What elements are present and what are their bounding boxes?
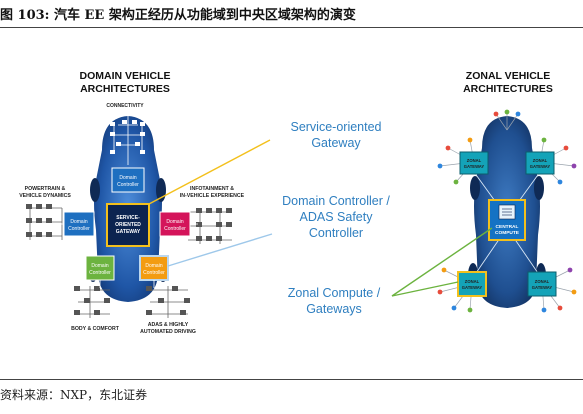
connectivity-label: CONNECTIVITY [106, 103, 144, 109]
zonal-heading-line1: ZONAL VEHICLE [466, 70, 550, 82]
callout-domain-line1: Domain Controller / [282, 194, 390, 208]
zonal-heading-line2: ARCHITECTURES [463, 83, 553, 95]
callout-line-gateway [148, 139, 271, 205]
zonal-gateway-bottom-left: ZONAL GATEWAY [457, 271, 487, 297]
callout-zonal-line2: Gateways [306, 302, 362, 316]
svg-text:ZONAL: ZONAL [465, 279, 480, 284]
infotainment-label-line2: IN-VEHICLE EXPERIENCE [180, 193, 245, 199]
svg-text:CENTRAL: CENTRAL [496, 224, 519, 230]
callout-line-central [391, 227, 493, 297]
source-note: 资料来源：NXP，东北证券 [0, 388, 148, 402]
svg-text:COMPUTE: COMPUTE [495, 230, 520, 236]
zonal-gateway-top-left: ZONAL GATEWAY [459, 151, 489, 175]
svg-text:ZONAL: ZONAL [467, 158, 482, 163]
svg-text:GATEWAY: GATEWAY [532, 285, 553, 290]
adas-label-line1: ADAS & HIGHLY [148, 322, 189, 328]
zonal-gateway-bottom-right: ZONAL GATEWAY [527, 271, 557, 297]
svg-text:Controller: Controller [89, 270, 111, 276]
callout-line-zone [391, 281, 459, 297]
domain-controller-bottom-left: Domain Controller [85, 255, 115, 281]
svg-text:ZONAL: ZONAL [533, 158, 548, 163]
domain-heading-line2: ARCHITECTURES [80, 83, 170, 95]
domain-controller-left: Domain Controller [63, 211, 95, 237]
svg-text:Controller: Controller [68, 226, 90, 232]
svg-text:ZONAL: ZONAL [535, 279, 550, 284]
svg-text:GATEWAY: GATEWAY [530, 164, 551, 169]
central-compute: CENTRAL COMPUTE [488, 199, 526, 241]
callout-line-controller [167, 233, 273, 267]
powertrain-label-line1: POWERTRAIN & [25, 186, 66, 192]
svg-text:GATEWAY: GATEWAY [462, 285, 483, 290]
svg-text:GATEWAY: GATEWAY [116, 229, 141, 235]
domain-heading-line1: DOMAIN VEHICLE [79, 70, 170, 82]
svg-text:GATEWAY: GATEWAY [464, 164, 485, 169]
domain-controller-right: Domain Controller [159, 211, 191, 237]
body-comfort-label: BODY & COMFORT [71, 326, 120, 332]
callout-zonal-line1: Zonal Compute / [288, 286, 381, 300]
domain-controller-bottom-right: Domain Controller [139, 255, 169, 281]
svg-text:Domain: Domain [166, 219, 183, 225]
infotainment-label-line1: INFOTAINMENT & [190, 186, 234, 192]
callout-service-line2: Gateway [311, 136, 361, 150]
zonal-gateway-top-right: ZONAL GATEWAY [525, 151, 555, 175]
svg-text:Controller: Controller [143, 270, 165, 276]
source-divider [0, 379, 583, 380]
svg-text:Domain: Domain [119, 175, 136, 181]
svg-text:Domain: Domain [91, 263, 108, 269]
callout-service-line1: Service-oriented [290, 120, 381, 134]
callout-domain-line3: Controller [309, 226, 363, 240]
connectivity-network [113, 112, 143, 165]
title-divider [0, 27, 583, 28]
svg-text:ORIENTED: ORIENTED [115, 222, 141, 228]
adas-label-line2: AUTOMATED DRIVING [140, 329, 196, 335]
powertrain-label-line2: VEHICLE DYNAMICS [19, 193, 71, 199]
figure-title: 图 103: 汽车 EE 架构正经历从功能域到中央区域架构的演变 [0, 8, 356, 23]
svg-text:Controller: Controller [164, 226, 186, 232]
zonal-network-nodes [437, 109, 577, 313]
svg-text:Controller: Controller [117, 182, 139, 188]
svg-text:Domain: Domain [70, 219, 87, 225]
service-oriented-gateway: SERVICE- ORIENTED GATEWAY [106, 203, 150, 247]
callout-domain-line2: ADAS Safety [300, 210, 374, 224]
svg-text:Domain: Domain [145, 263, 162, 269]
domain-controller-top: Domain Controller [111, 167, 145, 193]
svg-text:SERVICE-: SERVICE- [116, 215, 140, 221]
